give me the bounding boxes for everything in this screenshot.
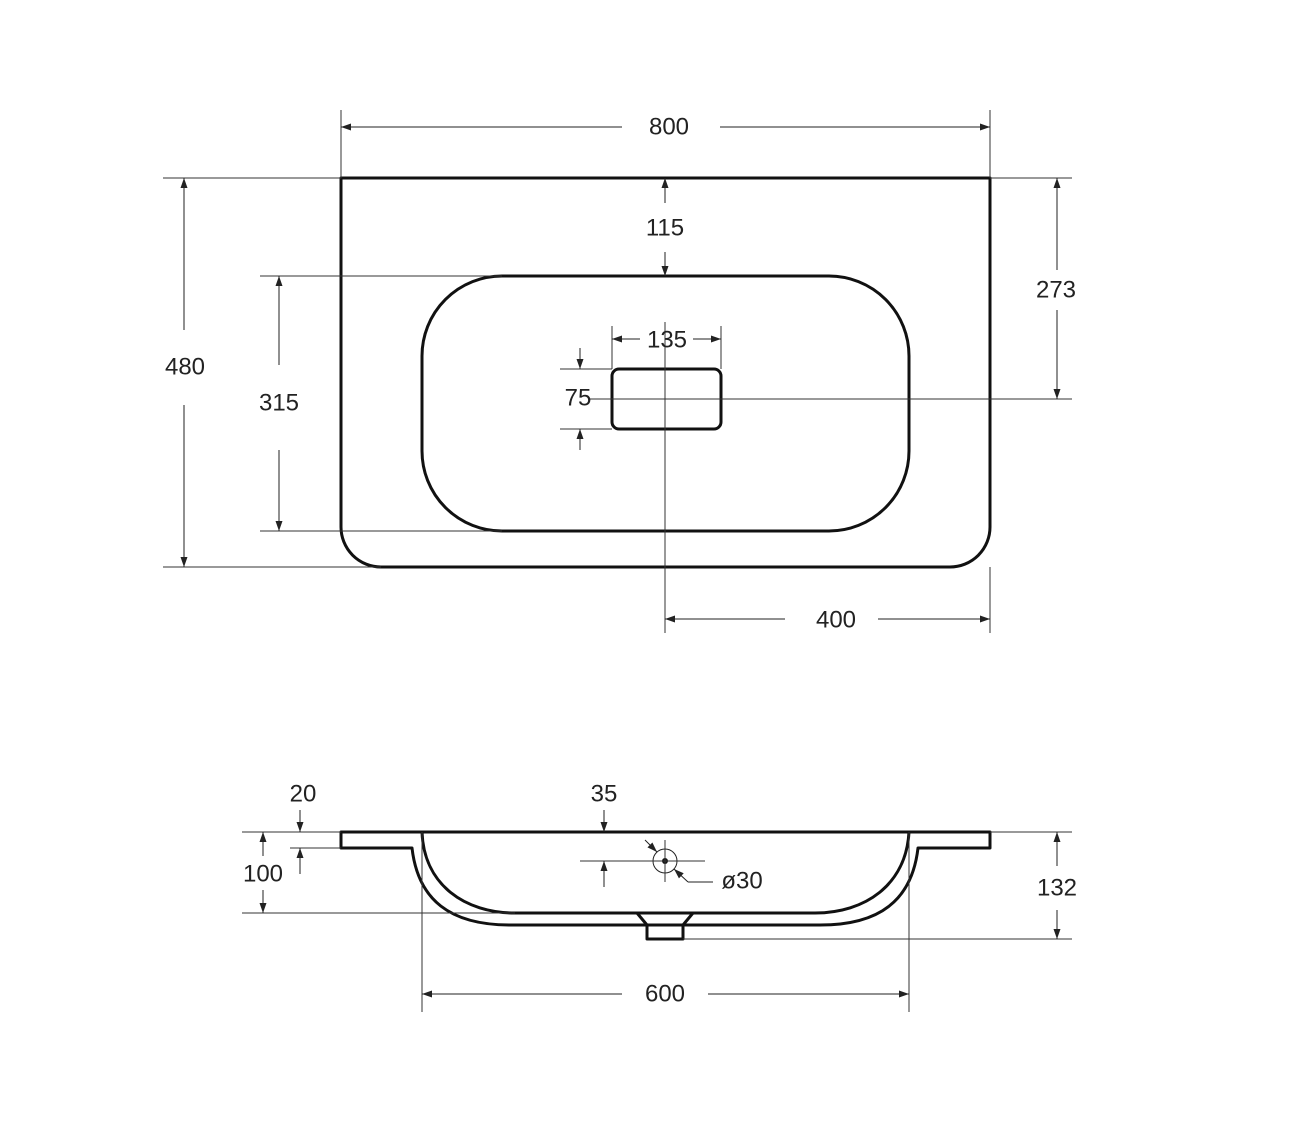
dimension-label: 315 [259, 389, 299, 416]
dimension-100: 100 [242, 832, 515, 914]
dimension-label: ø30 [721, 867, 762, 894]
dimension-label: 800 [649, 113, 689, 140]
dimension-800: 800 [340, 110, 991, 178]
bowl-inner-profile [420, 831, 911, 915]
dimension-20: 20 [242, 780, 341, 874]
dimension-label: 100 [243, 860, 283, 887]
dimension-132: 132 [683, 831, 1077, 940]
top-view: 800 115 273 480 315 [163, 110, 1076, 633]
dimension-273: 273 [990, 177, 1076, 399]
dimension-400: 400 [665, 567, 991, 633]
dimension-label: 273 [1036, 276, 1076, 303]
dimension-label: 135 [647, 326, 687, 353]
dimension-label: 480 [165, 353, 205, 380]
side-view: ø30 20 35 100 132 [242, 780, 1077, 1012]
dimension-label: 600 [645, 980, 685, 1007]
dimension-diameter-30: ø30 [644, 839, 763, 894]
drain-outlet [635, 912, 695, 941]
dimension-label: 115 [646, 214, 684, 241]
dimension-115: 115 [646, 178, 684, 276]
dimension-135: 135 [611, 326, 722, 369]
dimension-480: 480 [163, 177, 381, 568]
dimension-label: 20 [290, 780, 317, 807]
dimension-75: 75 [560, 348, 612, 450]
dimension-315: 315 [259, 275, 502, 532]
dimension-label: 75 [565, 384, 592, 411]
dimension-label: 400 [816, 606, 856, 633]
dimension-label: 35 [591, 780, 618, 807]
dimension-600: 600 [421, 832, 910, 1012]
dimension-35: 35 [591, 780, 618, 887]
dimension-label: 132 [1037, 874, 1077, 901]
countertop-outline [339, 176, 992, 569]
sink-section-outer [339, 830, 992, 927]
